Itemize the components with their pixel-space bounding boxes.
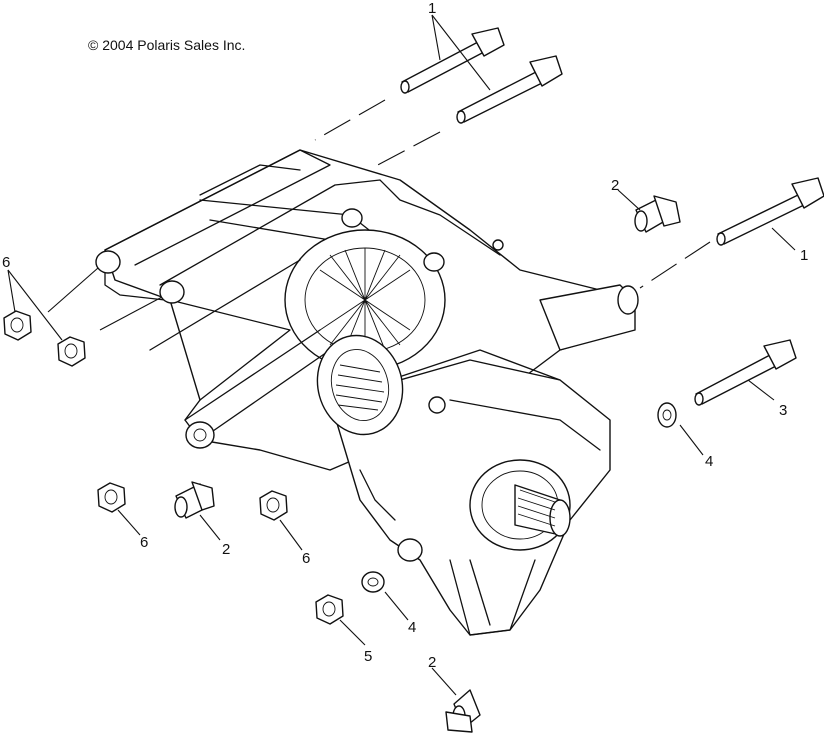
flange-bolt-top	[634, 195, 681, 233]
nut-bottom-left	[97, 482, 126, 513]
callout-5: 5	[364, 648, 372, 665]
callout-3: 3	[779, 402, 787, 419]
callout-6-bottom-left: 6	[140, 534, 148, 551]
callout-4-right: 4	[705, 453, 713, 470]
callout-6-left: 6	[2, 254, 10, 271]
nut-mid	[259, 490, 288, 521]
bolt-3	[694, 339, 797, 406]
callout-numbers: 1 1 2 3 4 6 6 2 6 4 5 2	[2, 0, 808, 671]
callout-4-bottom: 4	[408, 619, 416, 636]
callout-1-top: 1	[428, 0, 436, 17]
leader-lines	[7, 14, 796, 696]
long-bolt-top-right	[456, 55, 563, 124]
washer-right	[657, 402, 677, 428]
washer-bottom	[361, 571, 385, 593]
flange-bolt-bottom	[445, 689, 481, 733]
callout-1-right: 1	[800, 247, 808, 264]
nut-left-top	[3, 310, 32, 341]
callout-2-mid: 2	[222, 541, 230, 558]
long-bolt-right	[716, 177, 824, 246]
copyright-notice: © 2004 Polaris Sales Inc.	[88, 37, 246, 53]
long-bolt-top-left	[400, 27, 505, 94]
flange-bolt-mid	[174, 481, 215, 519]
callout-2-bottom: 2	[428, 654, 436, 671]
callout-6-mid: 6	[302, 550, 310, 567]
nut-5	[315, 594, 344, 625]
callout-2-top: 2	[611, 177, 619, 194]
alignment-lines	[47, 99, 711, 331]
nut-left-bottom	[57, 336, 86, 367]
gearcase-housing	[95, 149, 639, 636]
